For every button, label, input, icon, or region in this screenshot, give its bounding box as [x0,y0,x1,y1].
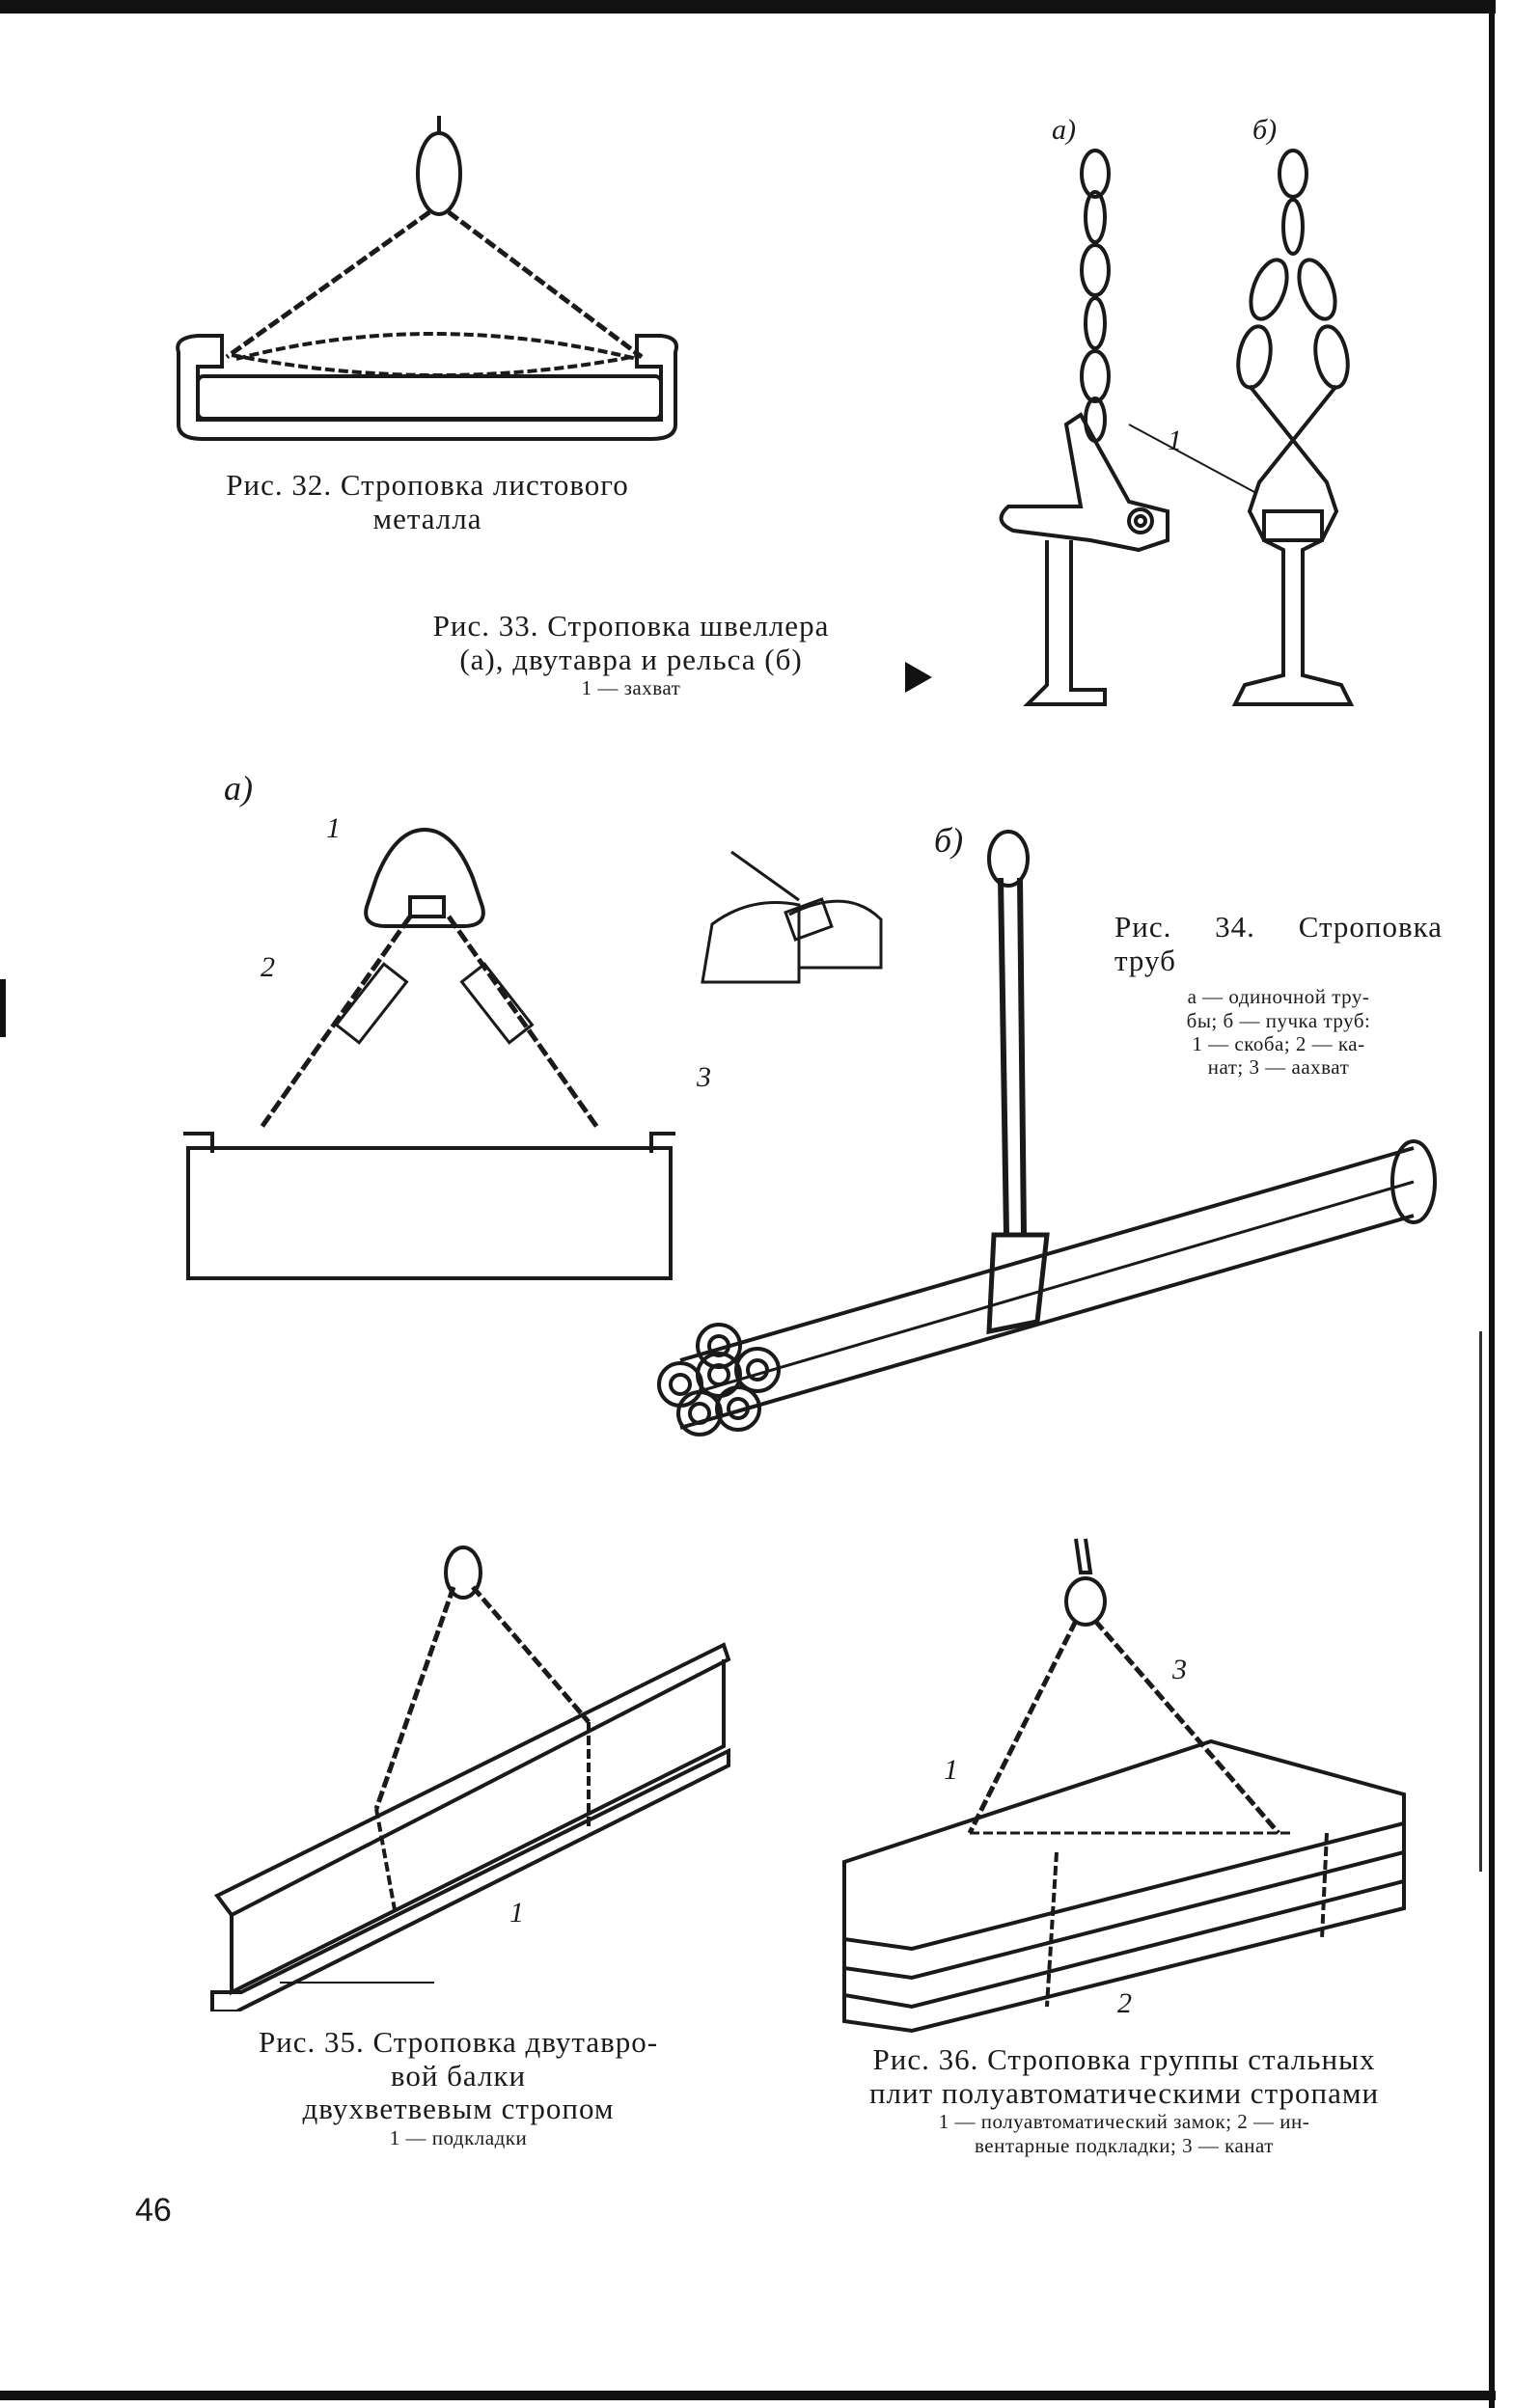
sling-hook-icon [183,827,675,1280]
fig35-illustration [203,1529,743,2011]
arrow-right-icon [905,662,932,693]
fig34-legend-line2: бы; б — пучка труб: [1186,1008,1371,1032]
fig34-legend-line3: 1 — скоба; 2 — ка- [1192,1031,1365,1055]
fig36-illustration [815,1534,1423,2036]
fig35-callout-1: 1 [509,1897,524,1929]
fig34b-illustration [642,830,1443,1466]
fig34-detail [693,837,895,1001]
pipe-bundle-icon [657,830,1437,1437]
fig34a-callout-3: 3 [697,1061,711,1093]
fig35-caption-line2: вой балки [390,2058,527,2093]
page-border-right [1489,0,1495,2408]
fig33-illustration [975,135,1399,724]
fig33-callout-1: 1 [1168,424,1182,456]
fig34-caption: Рис. 34. Строповка труб а — одиночной тр… [1114,910,1443,1079]
fig36-callout-2: 2 [1117,1987,1132,2019]
fig33-caption-line2: (а), двутавра и рельса (б) [459,642,803,676]
chain-icon [999,149,1355,706]
fig34a-callout-1: 1 [326,812,341,844]
margin-mark-right [1479,1331,1482,1872]
i-beam-icon [210,1546,731,2011]
fig36-caption-line2: плит полуавтоматическими стропами [868,2075,1380,2110]
fig34-label-a: а) [224,769,253,807]
fig34a-callout-2: 2 [261,951,275,983]
fig32-caption: Рис. 32. Строповка листового металла [162,468,693,535]
fig32-illustration [159,106,709,463]
fig33-caption-line1: Рис. 33. Строповка швеллера [432,609,830,643]
fig36-callout-3: 3 [1172,1654,1187,1685]
page-border-bottom [0,2391,1496,2400]
page-number: 46 [135,2192,172,2229]
fig34-caption-line1: Рис. 34. Строповка труб [1114,910,1443,977]
fig32-caption-line1: Рис. 32. Строповка листового [226,468,629,502]
fig36-legend-line1: 1 — полуавтоматический замок; 2 — ин- [938,2110,1310,2134]
fig34-legend-line4: нат; 3 — аахват [1207,1054,1350,1079]
fig33-caption: Рис. 33. Строповка швеллера (а), двутавр… [365,609,897,700]
fig35-caption-line3: двухветвевым стропом [302,2092,615,2126]
fig35-caption-line1: Рис. 35. Строповка двутавро- [258,2025,659,2059]
page-border-top [0,0,1496,14]
fig34-legend-line1: а — одиночной тру- [1187,985,1370,1009]
fig36-callout-1: 1 [944,1754,958,1786]
fig36-legend-line2: вентарные подкладки; 3 — канат [975,2133,1274,2157]
fig35-caption: Рис. 35. Строповка двутавро- вой балки д… [188,2025,729,2150]
fig33-legend: 1 — захват [581,676,681,700]
fig32-caption-line2: металла [372,501,482,535]
fig34-label-b: б) [934,821,964,860]
fig35-legend: 1 — подкладки [389,2126,528,2150]
steel-plate-icon [842,1538,1406,2034]
fig33-label-a: а) [1052,114,1076,146]
margin-mark [0,979,6,1037]
fig36-caption-line1: Рис. 36. Строповка группы стальных [872,2042,1376,2076]
fig36-caption: Рис. 36. Строповка группы стальных плит … [811,2042,1438,2157]
clamp-detail-icon [701,850,883,984]
fig34a-illustration [174,820,714,1293]
fig33-label-b: б) [1252,114,1278,146]
sheet-sling-icon [176,116,678,441]
